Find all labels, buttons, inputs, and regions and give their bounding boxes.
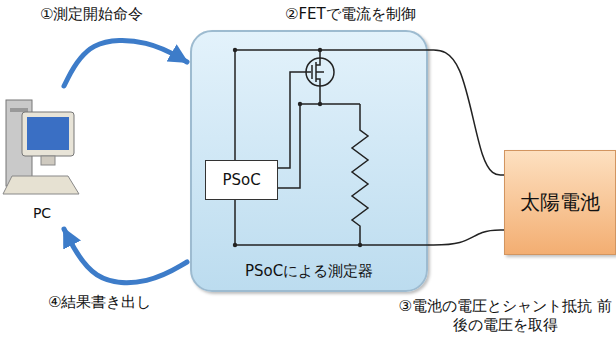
shunt-node-wire	[300, 103, 360, 105]
computer-illustration	[2, 90, 82, 200]
junction-dot	[318, 102, 322, 106]
label-holder: ①測定開始命令	[40, 5, 143, 24]
node-text: PSoC	[222, 171, 260, 189]
junction-dot	[358, 243, 362, 247]
node-text: PSoCによる測定器	[192, 262, 426, 281]
fet-symbol	[306, 58, 334, 86]
command-arrow	[64, 40, 187, 86]
keyboard	[3, 176, 79, 194]
monitor-screen	[27, 117, 69, 150]
circuit-wire	[235, 50, 428, 245]
label-holder: ④結果書き出し	[48, 293, 151, 312]
junction-dot	[233, 48, 362, 247]
solar-cell-box: 太陽電池	[504, 150, 616, 255]
junction-dot	[298, 102, 302, 106]
fet-drain	[316, 58, 320, 65]
label-holder: ③電池の電圧とシャント抵抗 前後の電圧を取得	[398, 297, 612, 335]
return-wire	[235, 244, 428, 246]
label-holder: ②FETで電流を制御	[285, 5, 416, 24]
monitor	[22, 112, 74, 156]
step-label: ①測定開始命令	[40, 5, 143, 24]
junction-dot	[233, 243, 237, 247]
cell-wire	[428, 50, 504, 175]
node-text: 太陽電池	[520, 189, 600, 216]
caption-note: ②FETで電流を制御	[285, 5, 416, 24]
monitor-stand	[41, 156, 55, 165]
result-arrow	[64, 229, 187, 283]
measuring-device: PSoCによる測定器 PSoC	[190, 30, 428, 292]
junction-dot	[318, 48, 322, 52]
psoc-box: PSoC	[205, 160, 278, 200]
supply-wire	[235, 49, 428, 51]
computer-node: PC	[2, 90, 82, 225]
gate-wire	[278, 72, 311, 168]
fet-body	[316, 71, 324, 73]
fet-symbol	[306, 58, 334, 86]
step-label: ④結果書き出し	[48, 293, 151, 312]
resistor-symbol	[352, 104, 368, 245]
fet-gate	[311, 65, 313, 79]
shunt-sense-wire	[278, 104, 300, 188]
source-lead	[319, 86, 321, 104]
drive-slot	[10, 108, 28, 112]
fet-source	[316, 79, 320, 86]
caption-note: ③電池の電圧とシャント抵抗 前後の電圧を取得	[398, 297, 612, 335]
sense-wire	[234, 50, 236, 245]
junction-dot	[233, 48, 237, 52]
node-text: PC	[2, 205, 82, 221]
cell-wire	[428, 230, 504, 245]
